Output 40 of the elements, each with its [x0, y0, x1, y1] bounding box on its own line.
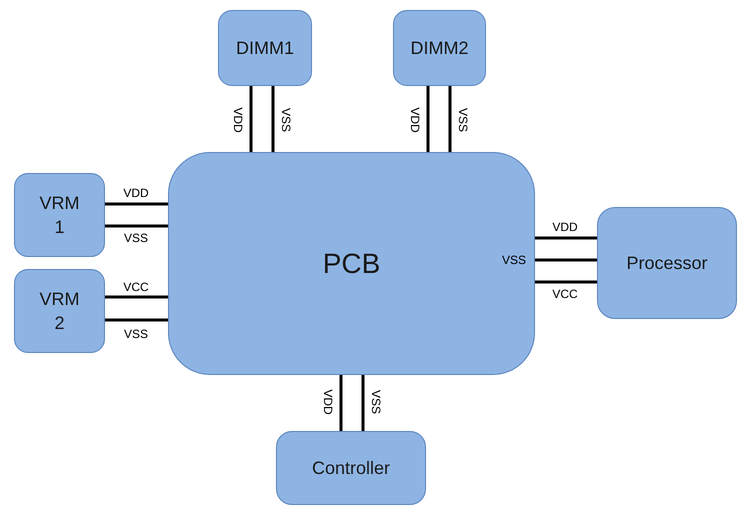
- component-box: [14, 173, 105, 257]
- power-line: [535, 280, 597, 284]
- component-box: [597, 207, 737, 319]
- power-line: [535, 258, 597, 262]
- power-line: [250, 86, 252, 152]
- component-box: [168, 152, 535, 375]
- edge-label: VDD: [408, 107, 422, 133]
- power-line: [362, 375, 364, 431]
- edge-label: VDD: [321, 389, 335, 415]
- power-line: [105, 318, 168, 322]
- component-label: VRM 2: [40, 288, 80, 335]
- component-box: [14, 269, 105, 353]
- component-label: VRM 1: [40, 192, 80, 239]
- component-label: Controller: [312, 456, 390, 480]
- power-line: [340, 375, 342, 431]
- edge-label: VSS: [124, 327, 148, 341]
- power-line: [105, 224, 168, 228]
- edge-label: VDD: [123, 186, 149, 200]
- component-box: [218, 10, 312, 86]
- component-label: PCB: [322, 246, 380, 281]
- power-line: [426, 86, 430, 152]
- edge-label: VSS: [369, 390, 383, 414]
- edge-label: VCC: [123, 280, 149, 294]
- component-box: [393, 10, 486, 86]
- edge-label: VSS: [456, 108, 470, 132]
- edge-label: VSS: [502, 253, 526, 267]
- edge-label: VDD: [231, 107, 245, 133]
- component-label: Processor: [626, 252, 708, 275]
- component-label: DIMM1: [236, 36, 294, 60]
- edge-label: VDD: [552, 220, 578, 234]
- power-line: [272, 86, 274, 152]
- component-label: DIMM2: [410, 36, 468, 60]
- power-line: [448, 86, 452, 152]
- power-line: [105, 296, 168, 298]
- power-line: [535, 236, 597, 240]
- component-box: [276, 431, 426, 505]
- edge-label: VCC: [552, 287, 578, 301]
- edge-label: VSS: [279, 108, 293, 132]
- edge-label: VSS: [124, 231, 148, 245]
- power-line: [105, 202, 168, 206]
